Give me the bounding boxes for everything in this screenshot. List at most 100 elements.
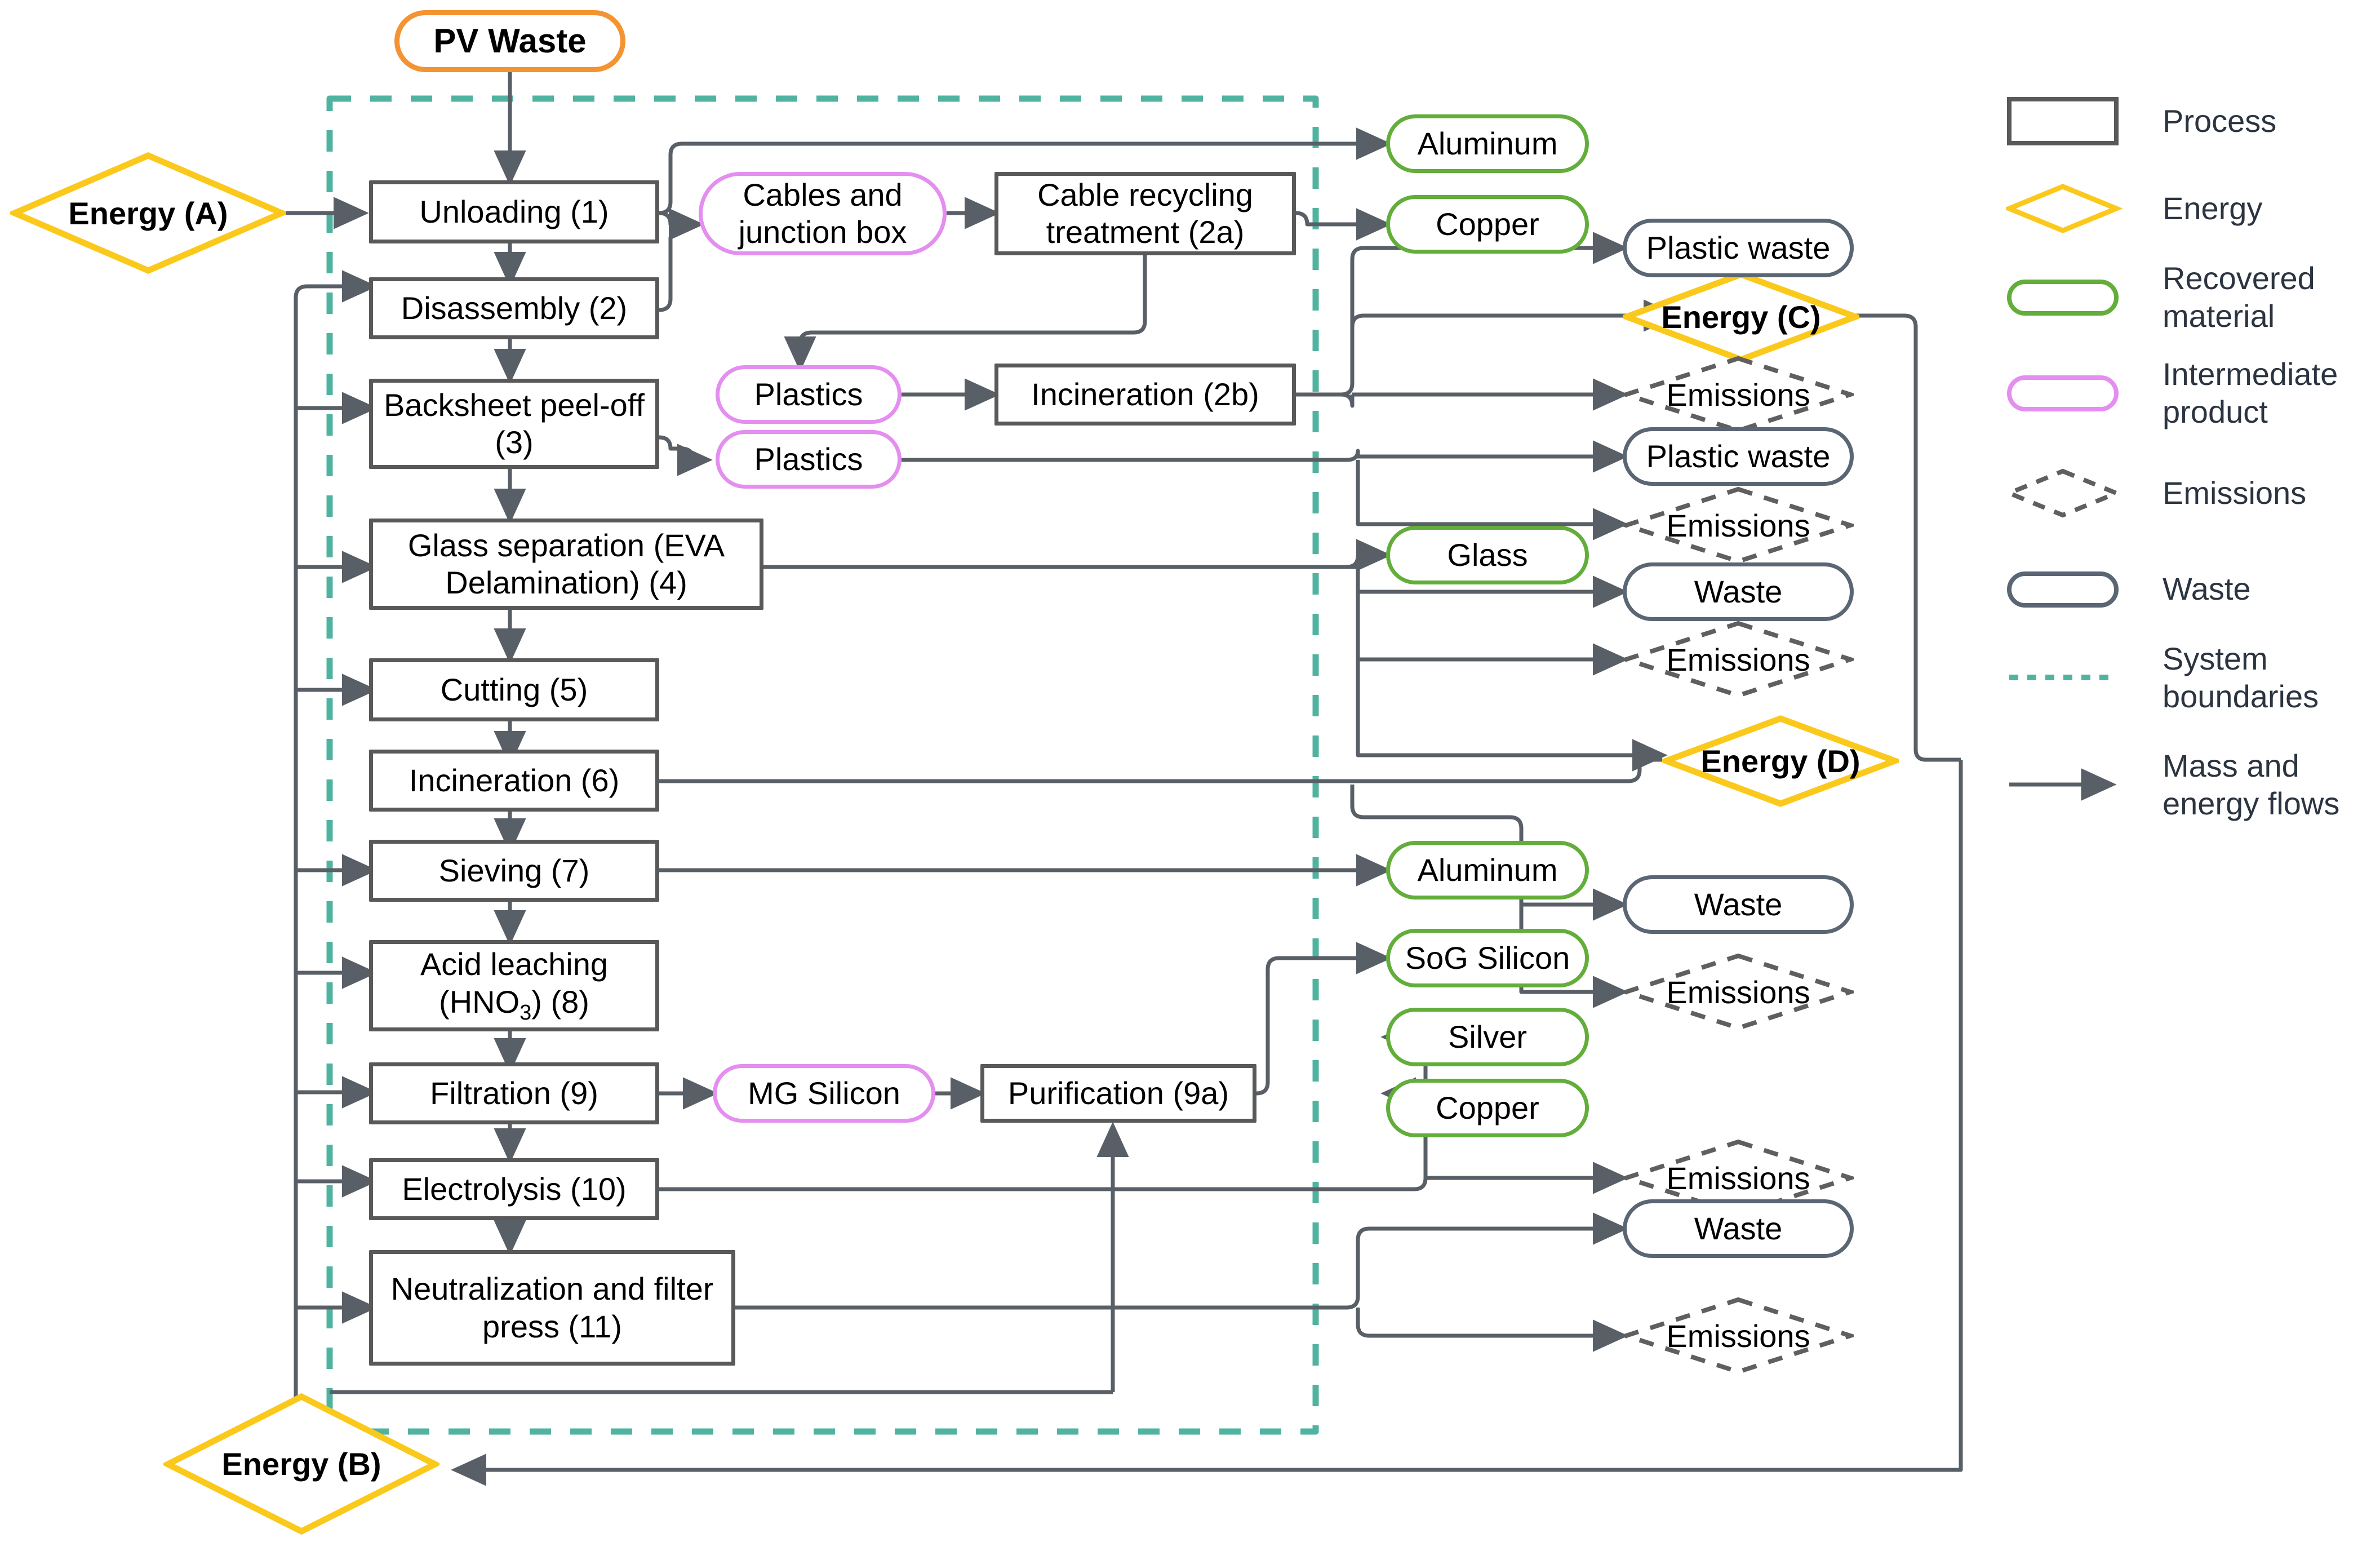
emissions-node-3[interactable]: Emissions <box>1623 620 1854 699</box>
input-node-pv-waste[interactable]: PV Waste <box>394 10 625 72</box>
emissions-node-1[interactable]: Emissions <box>1623 355 1854 434</box>
process-label: Sieving (7) <box>438 852 590 888</box>
acid-leaching-line2a: (HNO <box>439 983 520 1020</box>
process-cutting[interactable]: Cutting (5) <box>369 658 659 721</box>
energy-diamond-icon <box>10 152 286 274</box>
emissions-label: Emissions <box>1666 974 1810 1010</box>
emissions-diamond-icon <box>1623 486 1854 564</box>
energy-node-a[interactable]: Energy (A) <box>10 151 286 275</box>
process-label: Purification (9a) <box>1007 1075 1229 1111</box>
recovered-aluminum-1[interactable]: Aluminum <box>1386 114 1589 173</box>
recovered-label: Aluminum <box>1417 852 1558 888</box>
legend-item-recovered-material: Recovered material <box>2006 259 2366 335</box>
intermediate-plastics-a[interactable]: Plastics <box>716 365 902 424</box>
emissions-node-2[interactable]: Emissions <box>1623 486 1854 565</box>
intermediate-pill-icon <box>2006 356 2135 429</box>
recovered-sog-silicon[interactable]: SoG Silicon <box>1386 929 1589 987</box>
process-incineration-6[interactable]: Incineration (6) <box>369 750 659 812</box>
process-label: Neutralization and filter press (11) <box>390 1271 714 1344</box>
energy-diamond-icon <box>163 1393 439 1535</box>
recovered-glass[interactable]: Glass <box>1386 526 1589 584</box>
legend-item-intermediate-product: Intermediate product <box>2006 355 2366 431</box>
waste-3[interactable]: Waste <box>1623 1199 1854 1258</box>
legend-label: System boundaries <box>2163 641 2319 715</box>
emissions-label: Emissions <box>1666 1318 1810 1354</box>
dotted-line-icon <box>2006 641 2135 714</box>
waste-pill-icon <box>2006 552 2135 626</box>
process-label: Glass separation (EVA Delamination) (4) <box>407 527 725 600</box>
process-filtration[interactable]: Filtration (9) <box>369 1062 659 1124</box>
emissions-diamond-icon <box>1623 621 1854 698</box>
process-incineration-2b[interactable]: Incineration (2b) <box>994 364 1296 426</box>
emissions-node-6[interactable]: Emissions <box>1623 1296 1854 1375</box>
waste-label: Waste <box>1694 886 1783 922</box>
process-rectangle-icon <box>2006 85 2135 158</box>
intermediate-cables-junction-box[interactable]: Cables and junction box <box>699 172 947 255</box>
waste-2[interactable]: Waste <box>1623 875 1854 934</box>
process-label: Backsheet peel-off (3) <box>384 387 645 460</box>
intermediate-mg-silicon[interactable]: MG Silicon <box>713 1064 935 1123</box>
legend-label: Process <box>2163 103 2277 139</box>
process-sieving[interactable]: Sieving (7) <box>369 840 659 902</box>
recovered-label: Copper <box>1436 1089 1539 1126</box>
process-neutralization[interactable]: Neutralization and filter press (11) <box>369 1250 735 1366</box>
waste-plastic-waste-1[interactable]: Plastic waste <box>1623 219 1854 277</box>
energy-a-label: Energy (A) <box>68 195 228 231</box>
recovered-label: Glass <box>1447 537 1528 573</box>
legend-label: Recovered material <box>2163 260 2315 334</box>
energy-c-label: Energy (C) <box>1661 299 1821 335</box>
energy-diamond-icon <box>2006 172 2135 245</box>
waste-label: Plastic waste <box>1646 438 1831 474</box>
recovered-aluminum-2[interactable]: Aluminum <box>1386 841 1589 900</box>
emissions-label: Emissions <box>1666 641 1810 677</box>
recovered-label: SoG Silicon <box>1405 940 1570 976</box>
intermediate-label: Plastics <box>754 376 863 412</box>
recovered-copper-2[interactable]: Copper <box>1386 1079 1589 1137</box>
process-label: Incineration (2b) <box>1031 376 1259 412</box>
recovered-label: Aluminum <box>1417 125 1558 161</box>
waste-1[interactable]: Waste <box>1623 562 1854 621</box>
process-label: Unloading (1) <box>419 193 609 229</box>
acid-leaching-line2b: ) (8) <box>531 983 589 1020</box>
legend-label: Mass and energy flows <box>2163 748 2340 822</box>
waste-label: Waste <box>1694 1210 1783 1246</box>
process-electrolysis[interactable]: Electrolysis (10) <box>369 1158 659 1220</box>
legend-label: Intermediate product <box>2163 356 2338 430</box>
acid-leaching-subscript: 3 <box>519 1000 532 1025</box>
energy-node-b[interactable]: Energy (B) <box>163 1392 439 1536</box>
process-label: Electrolysis (10) <box>402 1171 627 1207</box>
waste-label: Plastic waste <box>1646 229 1831 265</box>
process-label: Acid leaching (HNO3) (8) <box>420 946 608 1025</box>
legend-item-process: Process <box>2006 85 2276 158</box>
legend-item-mass-energy-flows: Mass and energy flows <box>2006 747 2366 822</box>
process-cable-recycling[interactable]: Cable recycling treatment (2a) <box>994 172 1296 255</box>
process-label: Filtration (9) <box>430 1075 598 1111</box>
legend-item-waste: Waste <box>2006 552 2251 626</box>
intermediate-label: Cables and junction box <box>738 176 907 250</box>
process-disassembly[interactable]: Disassembly (2) <box>369 277 659 339</box>
emissions-diamond-icon <box>2006 457 2135 530</box>
process-backsheet-peel-off[interactable]: Backsheet peel-off (3) <box>369 379 659 469</box>
process-label: Disassembly (2) <box>401 290 628 326</box>
emissions-label: Emissions <box>1666 376 1810 413</box>
energy-d-label: Energy (D) <box>1700 743 1861 779</box>
legend-item-system-boundaries: System boundaries <box>2006 640 2366 715</box>
intermediate-label: Plastics <box>754 441 863 477</box>
energy-node-c[interactable]: Energy (C) <box>1623 271 1859 364</box>
process-unloading[interactable]: Unloading (1) <box>369 180 659 243</box>
emissions-node-4[interactable]: Emissions <box>1623 952 1854 1031</box>
energy-node-d[interactable]: Energy (D) <box>1662 715 1899 808</box>
waste-plastic-waste-2[interactable]: Plastic waste <box>1623 427 1854 486</box>
process-purification[interactable]: Purification (9a) <box>980 1064 1256 1123</box>
energy-b-label: Energy (B) <box>221 1446 381 1482</box>
intermediate-plastics-b[interactable]: Plastics <box>716 430 902 489</box>
process-glass-separation[interactable]: Glass separation (EVA Delamination) (4) <box>369 519 763 610</box>
legend-label: Emissions <box>2163 475 2307 511</box>
legend-label: Energy <box>2163 190 2263 227</box>
process-label: Cable recycling treatment (2a) <box>1037 176 1253 250</box>
acid-leaching-line1: Acid leaching <box>420 946 609 982</box>
recovered-copper-1[interactable]: Copper <box>1386 195 1589 254</box>
recovered-silver[interactable]: Silver <box>1386 1008 1589 1066</box>
process-acid-leaching[interactable]: Acid leaching (HNO3) (8) <box>369 940 659 1031</box>
